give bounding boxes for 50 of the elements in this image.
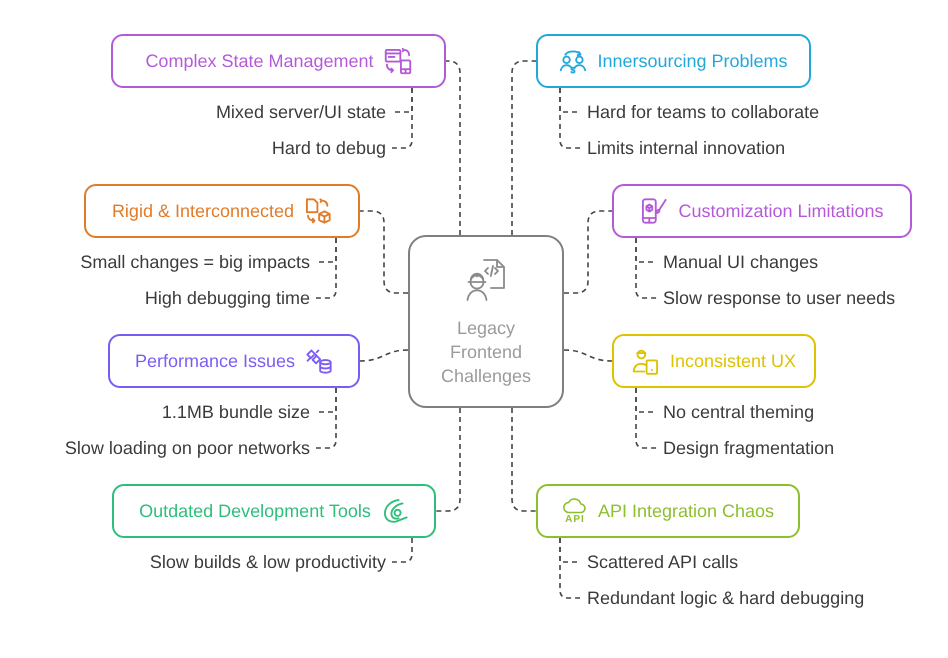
category-title: Customization Limitations (678, 200, 884, 222)
connector-line (559, 538, 581, 599)
sub-point-text: Redundant logic & hard debugging (587, 586, 864, 610)
category-box (84, 184, 360, 238)
connector-line (511, 60, 536, 235)
category-title: Outdated Development Tools (139, 500, 371, 522)
sub-point-text: Small changes = big impacts (80, 250, 310, 274)
category-title: Performance Issues (134, 350, 296, 372)
sub-point-text: High debugging time (144, 286, 310, 310)
sub-point-text: Slow response to user needs (663, 286, 896, 310)
category-box (536, 34, 811, 88)
connector-line (635, 388, 657, 449)
connector-line (564, 349, 612, 362)
connector-line (360, 349, 408, 362)
category-box (112, 484, 436, 538)
sub-point-text: Design fragmentation (663, 436, 834, 460)
connector-line (446, 60, 461, 235)
icon-caption: API (565, 514, 585, 524)
category-box (536, 484, 800, 538)
sub-point-text: Limits internal innovation (587, 136, 786, 160)
category-title: API Integration Chaos (598, 500, 774, 522)
category-box (111, 34, 446, 88)
category-title: Inconsistent UX (670, 350, 796, 372)
sub-point-text: Hard to debug (272, 136, 386, 160)
category-box (612, 334, 816, 388)
category-title: Rigid & Interconnected (112, 200, 294, 222)
topic-box (408, 235, 564, 408)
topic-title: Legacy Frontend Challenges (440, 316, 532, 388)
connector-line (635, 238, 657, 299)
sub-point-text: Slow loading on poor networks (64, 436, 310, 460)
connector-line (316, 238, 337, 299)
sub-point-text: Slow builds & low productivity (150, 550, 386, 574)
category-title: Innersourcing Problems (597, 50, 788, 72)
category-box (612, 184, 912, 238)
sub-point-text: Mixed server/UI state (216, 100, 386, 124)
connector-line (392, 538, 413, 563)
connector-line (360, 210, 408, 294)
connector-line (564, 210, 612, 294)
connector-line (559, 88, 581, 149)
connector-line (436, 408, 461, 512)
sub-point-text: Scattered API calls (587, 550, 738, 574)
category-box (108, 334, 360, 388)
sub-point-text: Manual UI changes (663, 250, 818, 274)
category-title: Complex State Management (145, 50, 374, 72)
sub-point-text: Hard for teams to collaborate (587, 100, 820, 124)
sub-point-text: No central theming (663, 400, 814, 424)
connector-line (392, 88, 413, 149)
sub-point-text: 1.1MB bundle size (162, 400, 310, 424)
connector-line (511, 408, 536, 512)
connector-line (316, 388, 337, 449)
